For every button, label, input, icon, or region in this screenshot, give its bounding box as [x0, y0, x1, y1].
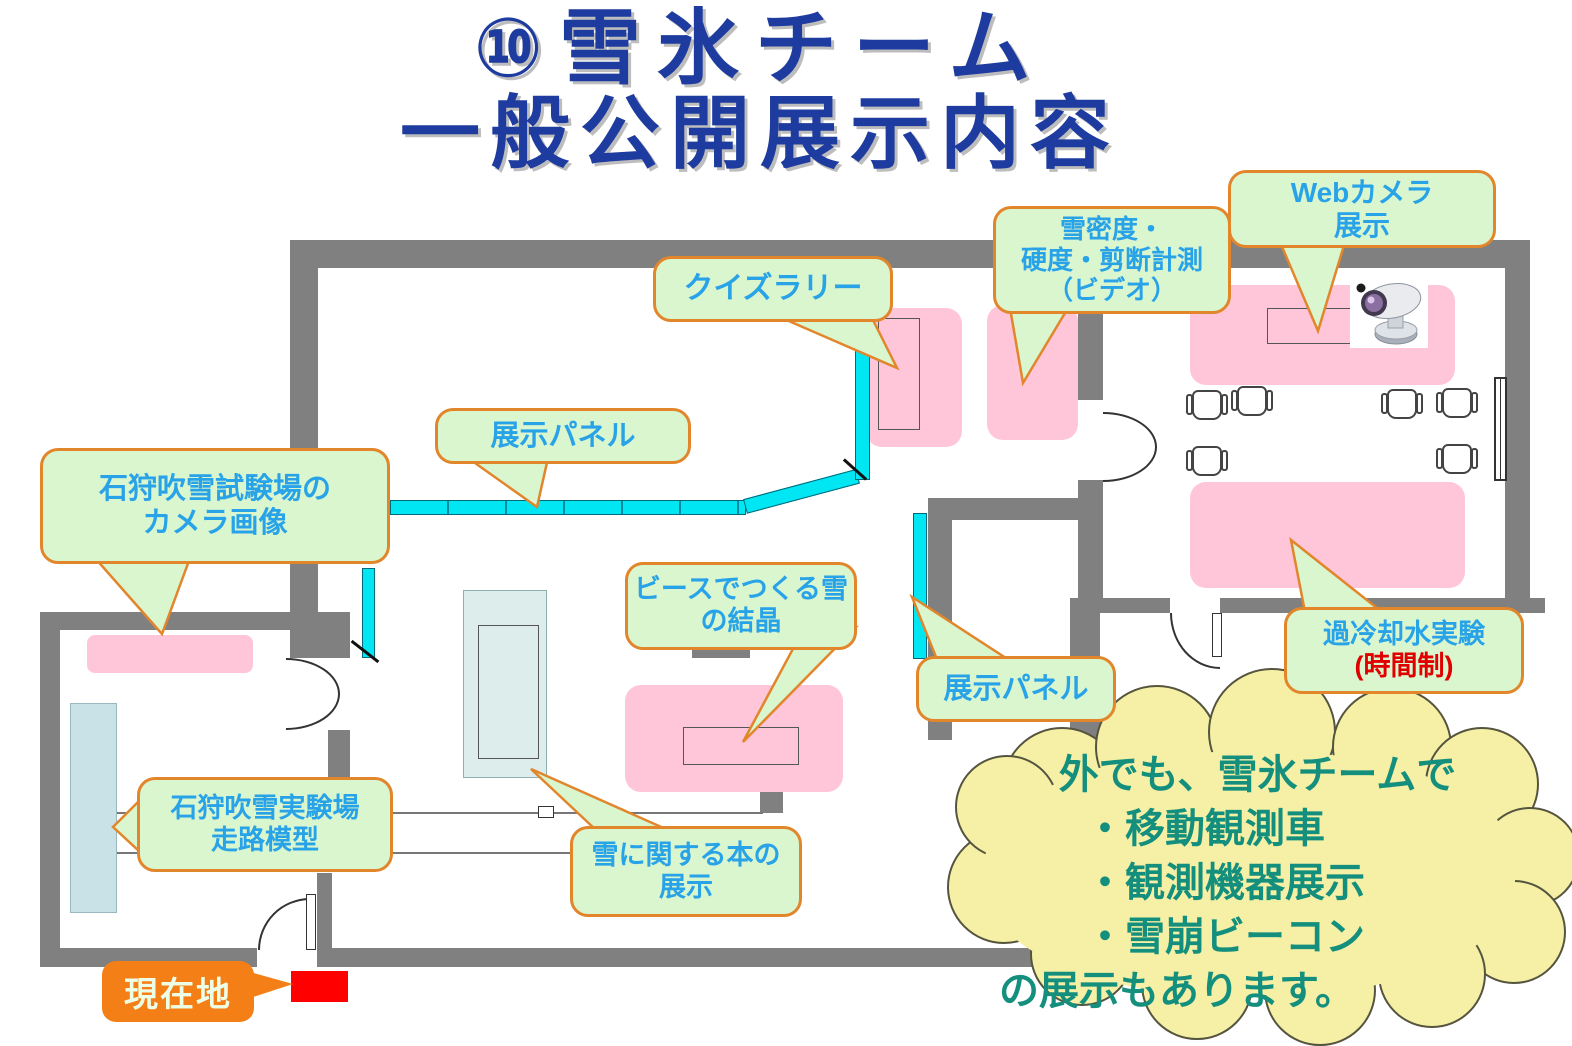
- corridor-marker: [538, 806, 554, 818]
- callout-density-measurement: 雪密度・ 硬度・剪断計測 （ビデオ）: [993, 206, 1231, 314]
- wall-stub-1: [328, 730, 350, 778]
- wall-lowerleft-left: [40, 612, 60, 967]
- chair-icon: [1436, 388, 1478, 418]
- table-outline-beads: [683, 727, 799, 765]
- webcam-image: [1350, 278, 1428, 353]
- callout-supercooled-water: 過冷却水実験 (時間制): [1284, 607, 1524, 694]
- cloud-line: ・観測機器展示: [1085, 861, 1365, 905]
- exhibit-table-beads: [625, 685, 843, 792]
- chair-icon: [1186, 446, 1228, 476]
- exhibit-table-camera: [87, 635, 253, 673]
- callout-quiz-rally: クイズラリー: [653, 256, 893, 322]
- callout-webcam: Webカメラ 展示: [1228, 170, 1496, 248]
- cloud-line: ・移動観測車: [1085, 807, 1325, 851]
- corridor-line-1: [117, 812, 763, 814]
- wall-left-stub: [318, 612, 350, 658]
- panel-vertical-left: [362, 568, 375, 658]
- corridor-line-2: [117, 852, 763, 854]
- callout-bead-crystals: ビースでつくる雪 の結晶: [625, 562, 857, 650]
- wall-connector: [930, 498, 1082, 520]
- page-title-line2: 一般公開展示内容: [400, 89, 1120, 179]
- wall-right: [1505, 240, 1530, 613]
- page-title-line1: ⑩雪氷チーム: [473, 3, 1047, 94]
- chair-icon: [1186, 390, 1228, 420]
- wall-mid-lower: [1078, 480, 1103, 613]
- wall-stub-2: [317, 873, 332, 949]
- chair-icon: [1231, 386, 1273, 416]
- current-location-marker: [291, 971, 348, 1002]
- exhibit-table-quiz: [866, 308, 962, 447]
- wall-rightroom-bottom-a: [1070, 598, 1170, 613]
- callout-snow-books: 雪に関する本の 展示: [570, 826, 802, 917]
- current-location-badge: 現在地: [102, 961, 254, 1022]
- chair-icon: [1381, 389, 1423, 419]
- page-title: ⑩雪氷チーム 一般公開展示内容: [230, 3, 1290, 179]
- callout-runway-model: 石狩吹雪実験場 走路模型: [137, 777, 393, 872]
- runway-model-table: [70, 703, 117, 913]
- book-table: [463, 590, 547, 778]
- chair-icon: [1436, 444, 1478, 474]
- door-leaf-entrance: [306, 894, 316, 950]
- callout-ishikari-camera: 石狩吹雪試験場の カメラ画像: [40, 448, 390, 564]
- cloud-line: の展示もあります。: [999, 969, 1355, 1013]
- book-table-outline: [478, 625, 539, 759]
- callout-panel-right: 展示パネル: [916, 656, 1116, 722]
- window-right-wall: [1494, 377, 1507, 481]
- callout-panel-top: 展示パネル: [435, 408, 691, 464]
- cloud-note-text: 外でも、雪氷チームで ・移動観測車 ・観測機器展示 ・雪崩ビーコン の展示もあり…: [985, 748, 1530, 1018]
- table-outline-quiz: [878, 318, 920, 430]
- wall-minibar: [692, 648, 750, 658]
- door-leaf-rightroom: [1212, 613, 1222, 657]
- cloud-line: 外でも、雪氷チームで: [1058, 753, 1457, 797]
- cloud-line: ・雪崩ビーコン: [1085, 915, 1365, 959]
